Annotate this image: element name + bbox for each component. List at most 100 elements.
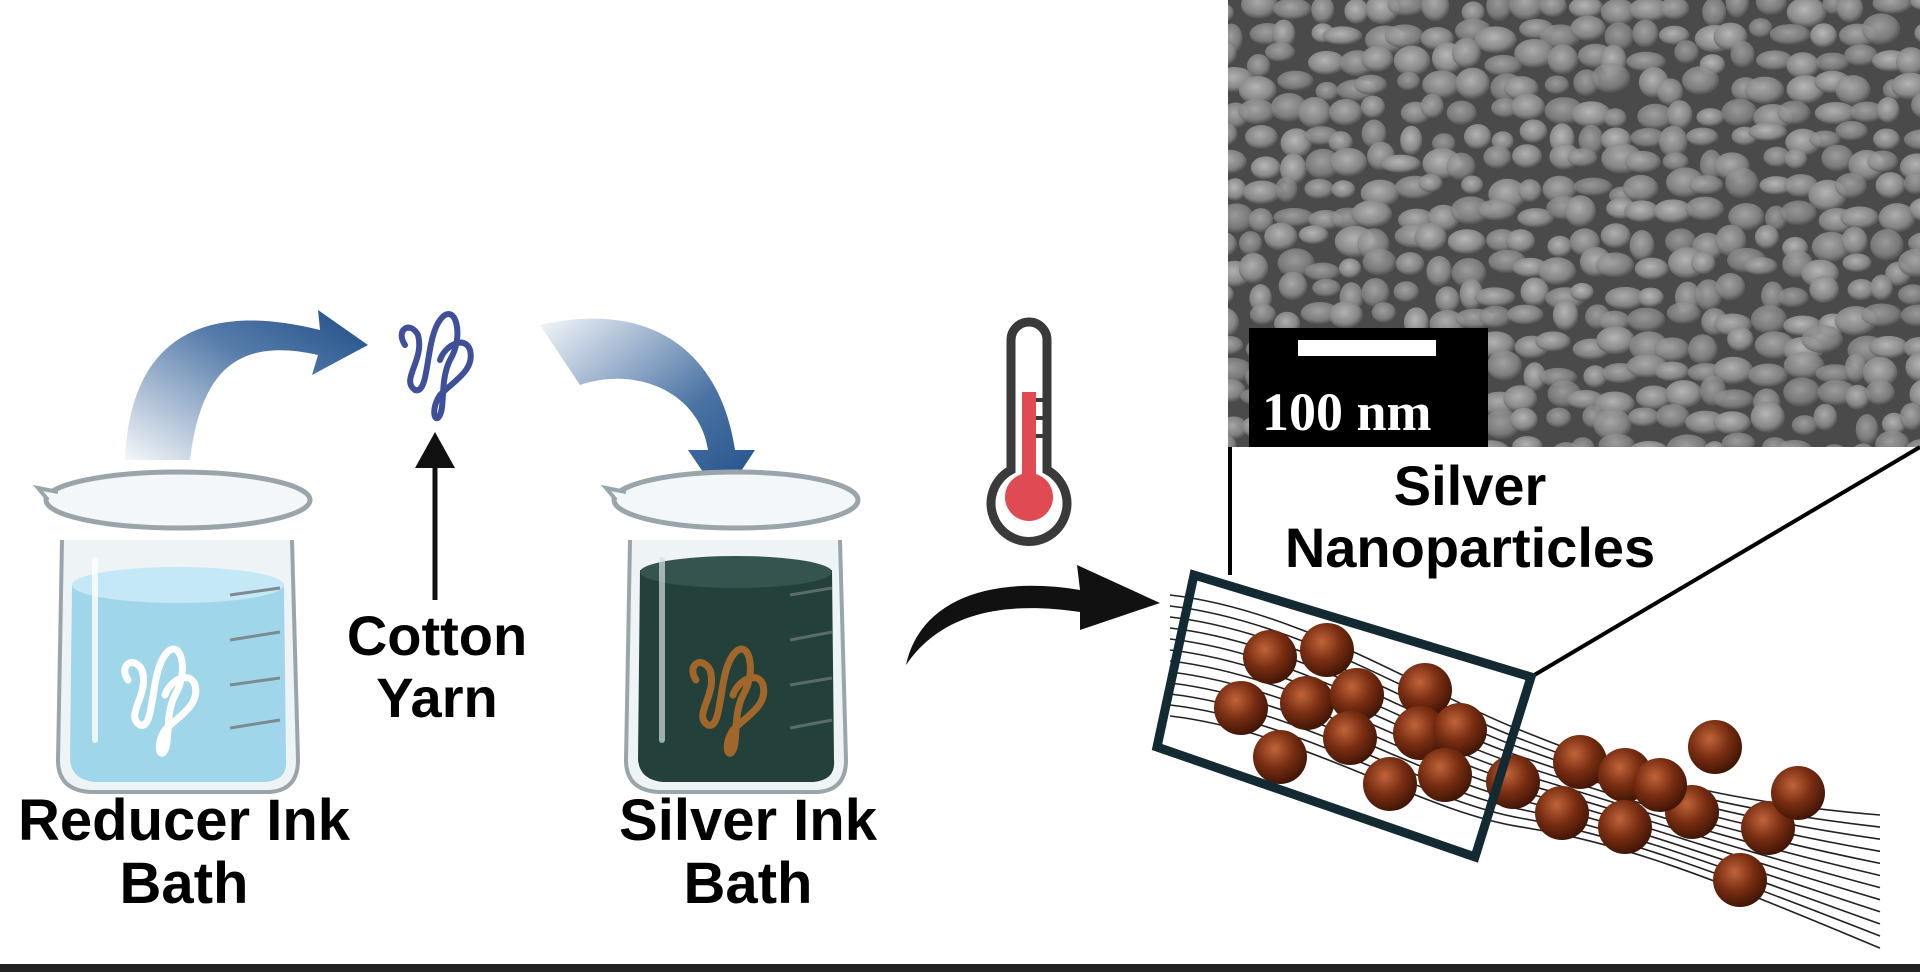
sem-grain xyxy=(1809,130,1841,149)
sem-grain xyxy=(1523,362,1546,392)
sem-grain xyxy=(1696,108,1725,127)
sem-grain xyxy=(1578,124,1604,156)
sem-grain xyxy=(1539,24,1581,50)
reducer-bath-label-2: Bath xyxy=(120,851,249,916)
sem-grain xyxy=(1840,206,1879,229)
sem-grain xyxy=(1909,379,1920,410)
sem-grain xyxy=(1690,251,1716,275)
sem-grain xyxy=(1455,67,1490,100)
sem-grain xyxy=(1451,257,1487,288)
sem-grain xyxy=(1420,93,1444,119)
sem-grain xyxy=(1435,286,1460,314)
nanoparticle xyxy=(1713,853,1767,907)
sem-grain xyxy=(1344,0,1369,24)
sem-grain xyxy=(1721,432,1756,447)
sem-grain xyxy=(1761,281,1785,311)
sem-grain xyxy=(1552,299,1579,331)
sem-grain xyxy=(1845,384,1870,410)
sem-image xyxy=(1228,0,1920,490)
sem-grain xyxy=(1777,439,1812,447)
sem-grain xyxy=(1909,198,1920,221)
sem-grain xyxy=(1432,133,1456,154)
sem-grain xyxy=(1687,334,1718,365)
nanoparticle xyxy=(1214,681,1268,735)
sem-grain xyxy=(1862,356,1898,389)
sem-grain xyxy=(1238,252,1269,284)
sem-grain xyxy=(1688,175,1724,195)
sem-grain xyxy=(1825,444,1844,447)
sem-grain xyxy=(1847,278,1875,301)
sem-grain xyxy=(1487,350,1522,381)
sem-grain xyxy=(1637,103,1674,130)
sem-grain xyxy=(1584,460,1612,490)
sem-grain xyxy=(1380,154,1421,173)
nanoparticle xyxy=(1323,711,1377,765)
sem-grain xyxy=(1479,305,1512,328)
sem-grain xyxy=(1273,0,1312,20)
sem-grain xyxy=(1270,93,1308,122)
sem-grain xyxy=(1756,50,1794,71)
sem-grain xyxy=(1397,71,1421,91)
sem-grain xyxy=(1654,361,1690,382)
scale-bar-label: 100 nm xyxy=(1262,382,1432,442)
sem-grain xyxy=(1600,223,1631,249)
sem-grain xyxy=(1748,122,1788,141)
sem-grain xyxy=(1344,456,1369,486)
nanoparticle xyxy=(1243,630,1297,684)
nanoparticle xyxy=(1253,730,1307,784)
sem-grain xyxy=(1727,326,1754,352)
sem-grain xyxy=(1228,232,1237,257)
sem-grain xyxy=(1567,148,1598,167)
sem-grain xyxy=(1715,224,1747,257)
transfer-arrow-1 xyxy=(125,310,368,460)
sem-grain xyxy=(1238,98,1276,125)
sem-grain xyxy=(1713,411,1751,435)
sem-grain xyxy=(1446,100,1477,126)
sem-grain xyxy=(1870,229,1904,261)
sem-grain xyxy=(1280,128,1312,159)
sem-grain xyxy=(1775,455,1814,483)
sem-grain xyxy=(1713,356,1754,385)
sem-grain xyxy=(1903,172,1920,195)
sem-grain xyxy=(1835,75,1871,105)
sem-grain xyxy=(1914,24,1920,42)
sem-grain xyxy=(1791,415,1818,436)
sem-grain xyxy=(1514,38,1555,69)
sem-grain xyxy=(1624,200,1660,223)
sem-grain xyxy=(1421,0,1450,22)
sem-grain xyxy=(1362,248,1397,276)
sem-grain xyxy=(1632,19,1659,48)
nanoparticles-label-2: Nanoparticles xyxy=(1285,516,1655,579)
sem-grain xyxy=(1241,0,1279,19)
sem-grain xyxy=(1603,108,1627,128)
sem-grain xyxy=(1626,51,1666,72)
sem-grain xyxy=(1426,256,1453,287)
sem-grain xyxy=(1604,286,1646,310)
sem-grain xyxy=(1304,178,1335,199)
sem-grain xyxy=(1911,92,1920,118)
sem-grain xyxy=(1637,287,1664,308)
sem-grain xyxy=(1597,466,1633,485)
silver-beaker xyxy=(600,469,861,794)
sem-grain xyxy=(1546,407,1572,428)
sem-grain xyxy=(1269,464,1302,486)
sem-grain xyxy=(1682,66,1720,95)
nanoparticle xyxy=(1433,703,1487,757)
nanoparticle xyxy=(1741,801,1795,855)
sem-grain xyxy=(1228,178,1247,201)
sem-grain xyxy=(1539,0,1567,18)
thermometer-icon xyxy=(986,317,1072,546)
sem-grain xyxy=(1702,0,1727,28)
sem-grain xyxy=(1813,403,1838,431)
sem-grain xyxy=(1242,180,1282,205)
sem-grain xyxy=(1875,172,1906,199)
sem-grain xyxy=(1865,380,1895,406)
cotton-yarn-label-2: Yarn xyxy=(376,666,497,729)
sem-grain xyxy=(1506,304,1544,325)
sem-grain xyxy=(1275,176,1298,203)
sem-grain xyxy=(1598,310,1631,332)
fiber-strand xyxy=(1169,605,1881,828)
sem-grain xyxy=(1353,74,1388,95)
nanoparticle xyxy=(1330,668,1384,722)
sem-grain xyxy=(1629,230,1655,261)
